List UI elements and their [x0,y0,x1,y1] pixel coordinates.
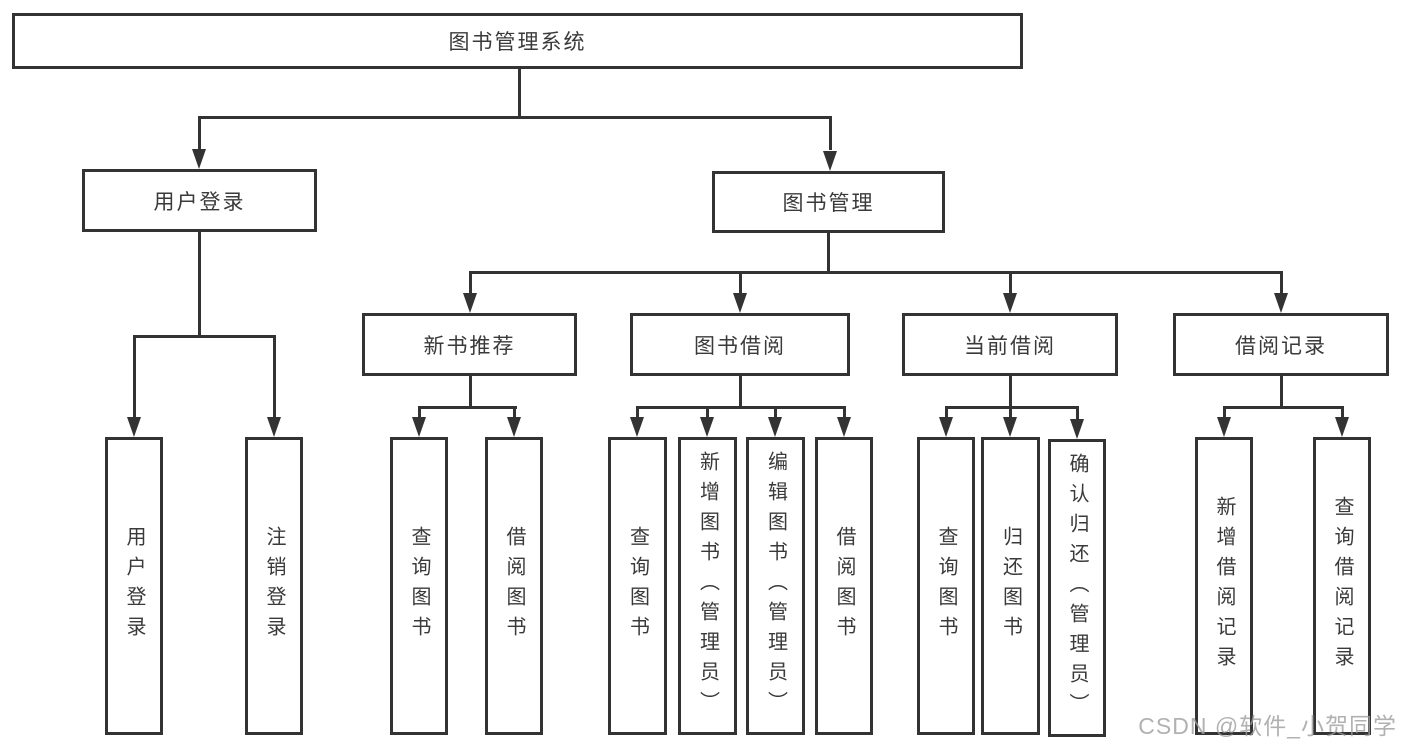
node-book-borrow-label: 图书借阅 [694,334,786,358]
connector-line [827,233,830,273]
leaf-user-login: 用户登录 [105,437,163,735]
arrow-down-icon [507,417,521,437]
node-new-book-rec: 新书推荐 [362,313,577,376]
leaf-rcd-add-record: 新增借阅记录 [1195,437,1253,735]
arrow-down-icon [1217,417,1231,437]
node-user-login: 用户登录 [82,169,317,232]
arrow-down-icon [768,417,782,437]
csdn-watermark: CSDN @软件_小贺同学 [1138,713,1397,739]
leaf-logout: 注销登录 [245,437,303,735]
node-book-borrow: 图书借阅 [630,313,850,376]
node-borrow-record: 借阅记录 [1173,313,1389,376]
leaf-bor-add-book: 新增图书（管理员） [678,437,737,735]
leaf-cur-query-book-label: 查询图书 [935,526,957,646]
arrow-down-icon [192,149,206,169]
arrow-down-icon [733,293,747,313]
node-user-login-label: 用户登录 [153,190,246,214]
leaf-bor-query-book-label: 查询图书 [626,526,649,646]
arrow-down-icon [1003,417,1017,437]
connector-line [1223,406,1343,409]
leaf-user-login-label: 用户登录 [123,526,145,646]
leaf-cur-confirm-return-label: 确认归还（管理员） [1066,453,1088,723]
connector-line [774,406,777,420]
connector-line [418,406,517,409]
node-current-borrow: 当前借阅 [902,313,1118,376]
leaf-bor-query-book: 查询图书 [608,437,667,735]
connector-line [1341,406,1344,420]
connector-line [1280,376,1283,409]
connector-line [1009,271,1012,295]
leaf-cur-return-book: 归还图书 [981,437,1040,735]
leaf-rcd-query-record: 查询借阅记录 [1313,437,1371,735]
leaf-cur-return-book-label: 归还图书 [999,526,1022,646]
connector-line [469,271,1282,274]
node-book-mgmt: 图书管理 [712,171,945,233]
connector-line [1223,406,1226,420]
leaf-bor-edit-book-label: 编辑图书（管理员） [764,451,787,721]
node-root: 图书管理系统 [12,13,1023,69]
connector-line [273,335,276,419]
leaf-rec-query-book-label: 查询图书 [408,526,430,646]
arrow-down-icon [412,417,426,437]
connector-line [469,271,472,295]
leaf-rcd-add-record-label: 新增借阅记录 [1213,496,1235,676]
connector-line [518,67,521,119]
node-book-mgmt-label: 图书管理 [782,192,875,215]
arrow-down-icon [127,417,141,437]
connector-line [636,406,639,420]
connector-line [945,406,948,420]
leaf-rec-borrow-book-label: 借阅图书 [503,526,525,646]
connector-line [1280,271,1283,295]
node-root-label: 图书管理系统 [448,31,587,54]
arrow-down-icon [267,417,281,437]
arrow-down-icon [1274,293,1288,313]
arrow-down-icon [823,151,837,171]
leaf-cur-query-book: 查询图书 [917,437,975,735]
leaf-cur-confirm-return: 确认归还（管理员） [1048,439,1106,737]
leaf-bor-add-book-label: 新增图书（管理员） [696,451,719,721]
connector-line [945,406,1079,409]
connector-line [706,406,709,420]
leaf-bor-edit-book: 编辑图书（管理员） [746,437,805,735]
connector-line [636,406,846,409]
arrow-down-icon [1335,417,1349,437]
arrow-down-icon [700,417,714,437]
connector-line [739,376,742,409]
connector-line [198,116,201,150]
arrow-down-icon [1070,419,1084,439]
node-current-borrow-label: 当前借阅 [964,334,1056,358]
connector-line [133,335,276,338]
leaf-bor-borrow-book: 借阅图书 [815,437,873,735]
connector-line [513,406,516,420]
connector-line [1009,376,1012,409]
leaf-bor-borrow-book-label: 借阅图书 [833,526,855,646]
arrow-down-icon [837,417,851,437]
connector-line [469,376,472,409]
arrow-down-icon [939,417,953,437]
connector-line [843,406,846,420]
connector-line [198,116,832,119]
connector-line [418,406,421,420]
leaf-logout-label: 注销登录 [263,526,285,646]
arrow-down-icon [630,417,644,437]
arrow-down-icon [463,293,477,313]
node-borrow-record-label: 借阅记录 [1235,334,1327,358]
connector-line [739,271,742,295]
leaf-rec-query-book: 查询图书 [390,437,448,735]
arrow-down-icon [1003,293,1017,313]
connector-line [198,232,201,338]
connector-line [1076,406,1079,422]
connector-line [1009,406,1012,420]
connector-line [133,335,136,419]
node-new-book-rec-label: 新书推荐 [423,334,516,358]
connector-line [829,116,832,150]
leaf-rcd-query-record-label: 查询借阅记录 [1331,496,1353,676]
leaf-rec-borrow-book: 借阅图书 [485,437,543,735]
